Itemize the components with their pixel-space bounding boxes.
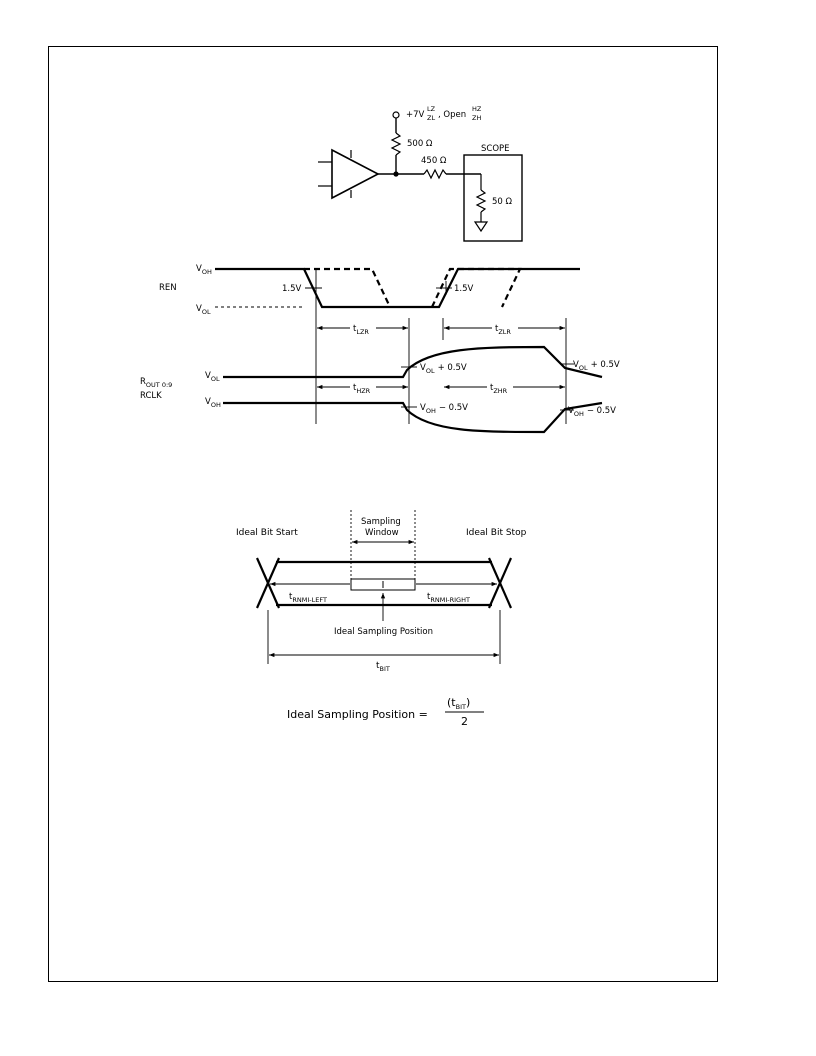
series-resistor-label: 450 Ω bbox=[421, 156, 447, 166]
supply-label: +7V bbox=[406, 110, 425, 120]
tzhr-label: tZHR bbox=[490, 383, 508, 395]
series-resistor-icon bbox=[423, 168, 447, 180]
trnmi-right-label: tRNMI-RIGHT bbox=[427, 592, 470, 604]
pullup-resistor-label: 500 Ω bbox=[407, 139, 433, 149]
v15-right-label: 1.5V bbox=[454, 284, 474, 294]
driver-buffer-icon bbox=[318, 148, 380, 200]
sampling-window-diagram: Ideal Bit Start Ideal Bit Stop Sampling … bbox=[236, 510, 527, 728]
ren-label: REN bbox=[159, 283, 177, 293]
scope-resistor-icon bbox=[475, 189, 487, 213]
rout-voh-label: VOH bbox=[205, 397, 221, 409]
tlzr-label: tLZR bbox=[353, 324, 369, 336]
hz-label: HZ bbox=[472, 105, 482, 113]
rout-vol-waveform bbox=[223, 345, 603, 379]
scope-resistor-label: 50 Ω bbox=[492, 197, 513, 207]
ideal-sampling-position-label: Ideal Sampling Position bbox=[334, 627, 433, 637]
test-circuit: +7V LZ ZL , Open HZ ZH 500 Ω 450 Ω SCOPE… bbox=[318, 105, 523, 242]
ren-waveform bbox=[215, 267, 580, 309]
ren-alt-fall-dashed bbox=[304, 267, 391, 308]
sampling-window-label-1: Sampling bbox=[361, 517, 401, 527]
rout-label: ROUT 0:9 bbox=[140, 377, 172, 389]
scope-label: SCOPE bbox=[481, 144, 510, 154]
zl-label: ZL bbox=[427, 114, 435, 122]
scope-box bbox=[463, 154, 523, 242]
rclk-label: RCLK bbox=[140, 391, 162, 401]
timing-diagram: VOH REN VOL VOL VOH ROUT 0:9 RCLK 1.5V 1… bbox=[140, 264, 620, 434]
vol-plus-left-label: VOL+ 0.5V bbox=[420, 363, 467, 375]
vol-plus-right-label: VOL+ 0.5V bbox=[573, 360, 620, 372]
rout-voh-waveform bbox=[223, 401, 603, 434]
v15-left-label: 1.5V bbox=[282, 284, 302, 294]
trnmi-left-label: tRNMI-LEFT bbox=[289, 592, 327, 604]
ideal-bit-stop-label: Ideal Bit Stop bbox=[466, 528, 527, 538]
zh-label: ZH bbox=[472, 114, 481, 122]
voh-minus-left-label: VOH− 0.5V bbox=[420, 403, 468, 415]
rout-vol-label: VOL bbox=[205, 371, 220, 383]
ren-vol-label: VOL bbox=[196, 304, 211, 316]
tbit-label: tBIT bbox=[376, 661, 390, 673]
voh-minus-right-label: VOH− 0.5V bbox=[568, 406, 616, 418]
open-label: , Open bbox=[438, 110, 466, 120]
pullup-resistor-icon bbox=[390, 132, 402, 156]
formula-denominator: 2 bbox=[461, 715, 468, 728]
ren-voh-label: VOH bbox=[196, 264, 212, 276]
lz-label: LZ bbox=[427, 105, 436, 113]
thzr-label: tHZR bbox=[353, 383, 371, 395]
formula-lhs: Ideal Sampling Position = bbox=[287, 708, 428, 721]
formula-numerator: (tBIT) bbox=[447, 696, 470, 711]
ideal-bit-start-label: Ideal Bit Start bbox=[236, 528, 298, 538]
ground-icon bbox=[473, 221, 489, 233]
tzlr-label: tZLR bbox=[495, 324, 511, 336]
sampling-window-label-2: Window bbox=[365, 528, 399, 538]
page-border bbox=[48, 46, 718, 982]
supply-terminal-icon bbox=[392, 111, 400, 119]
